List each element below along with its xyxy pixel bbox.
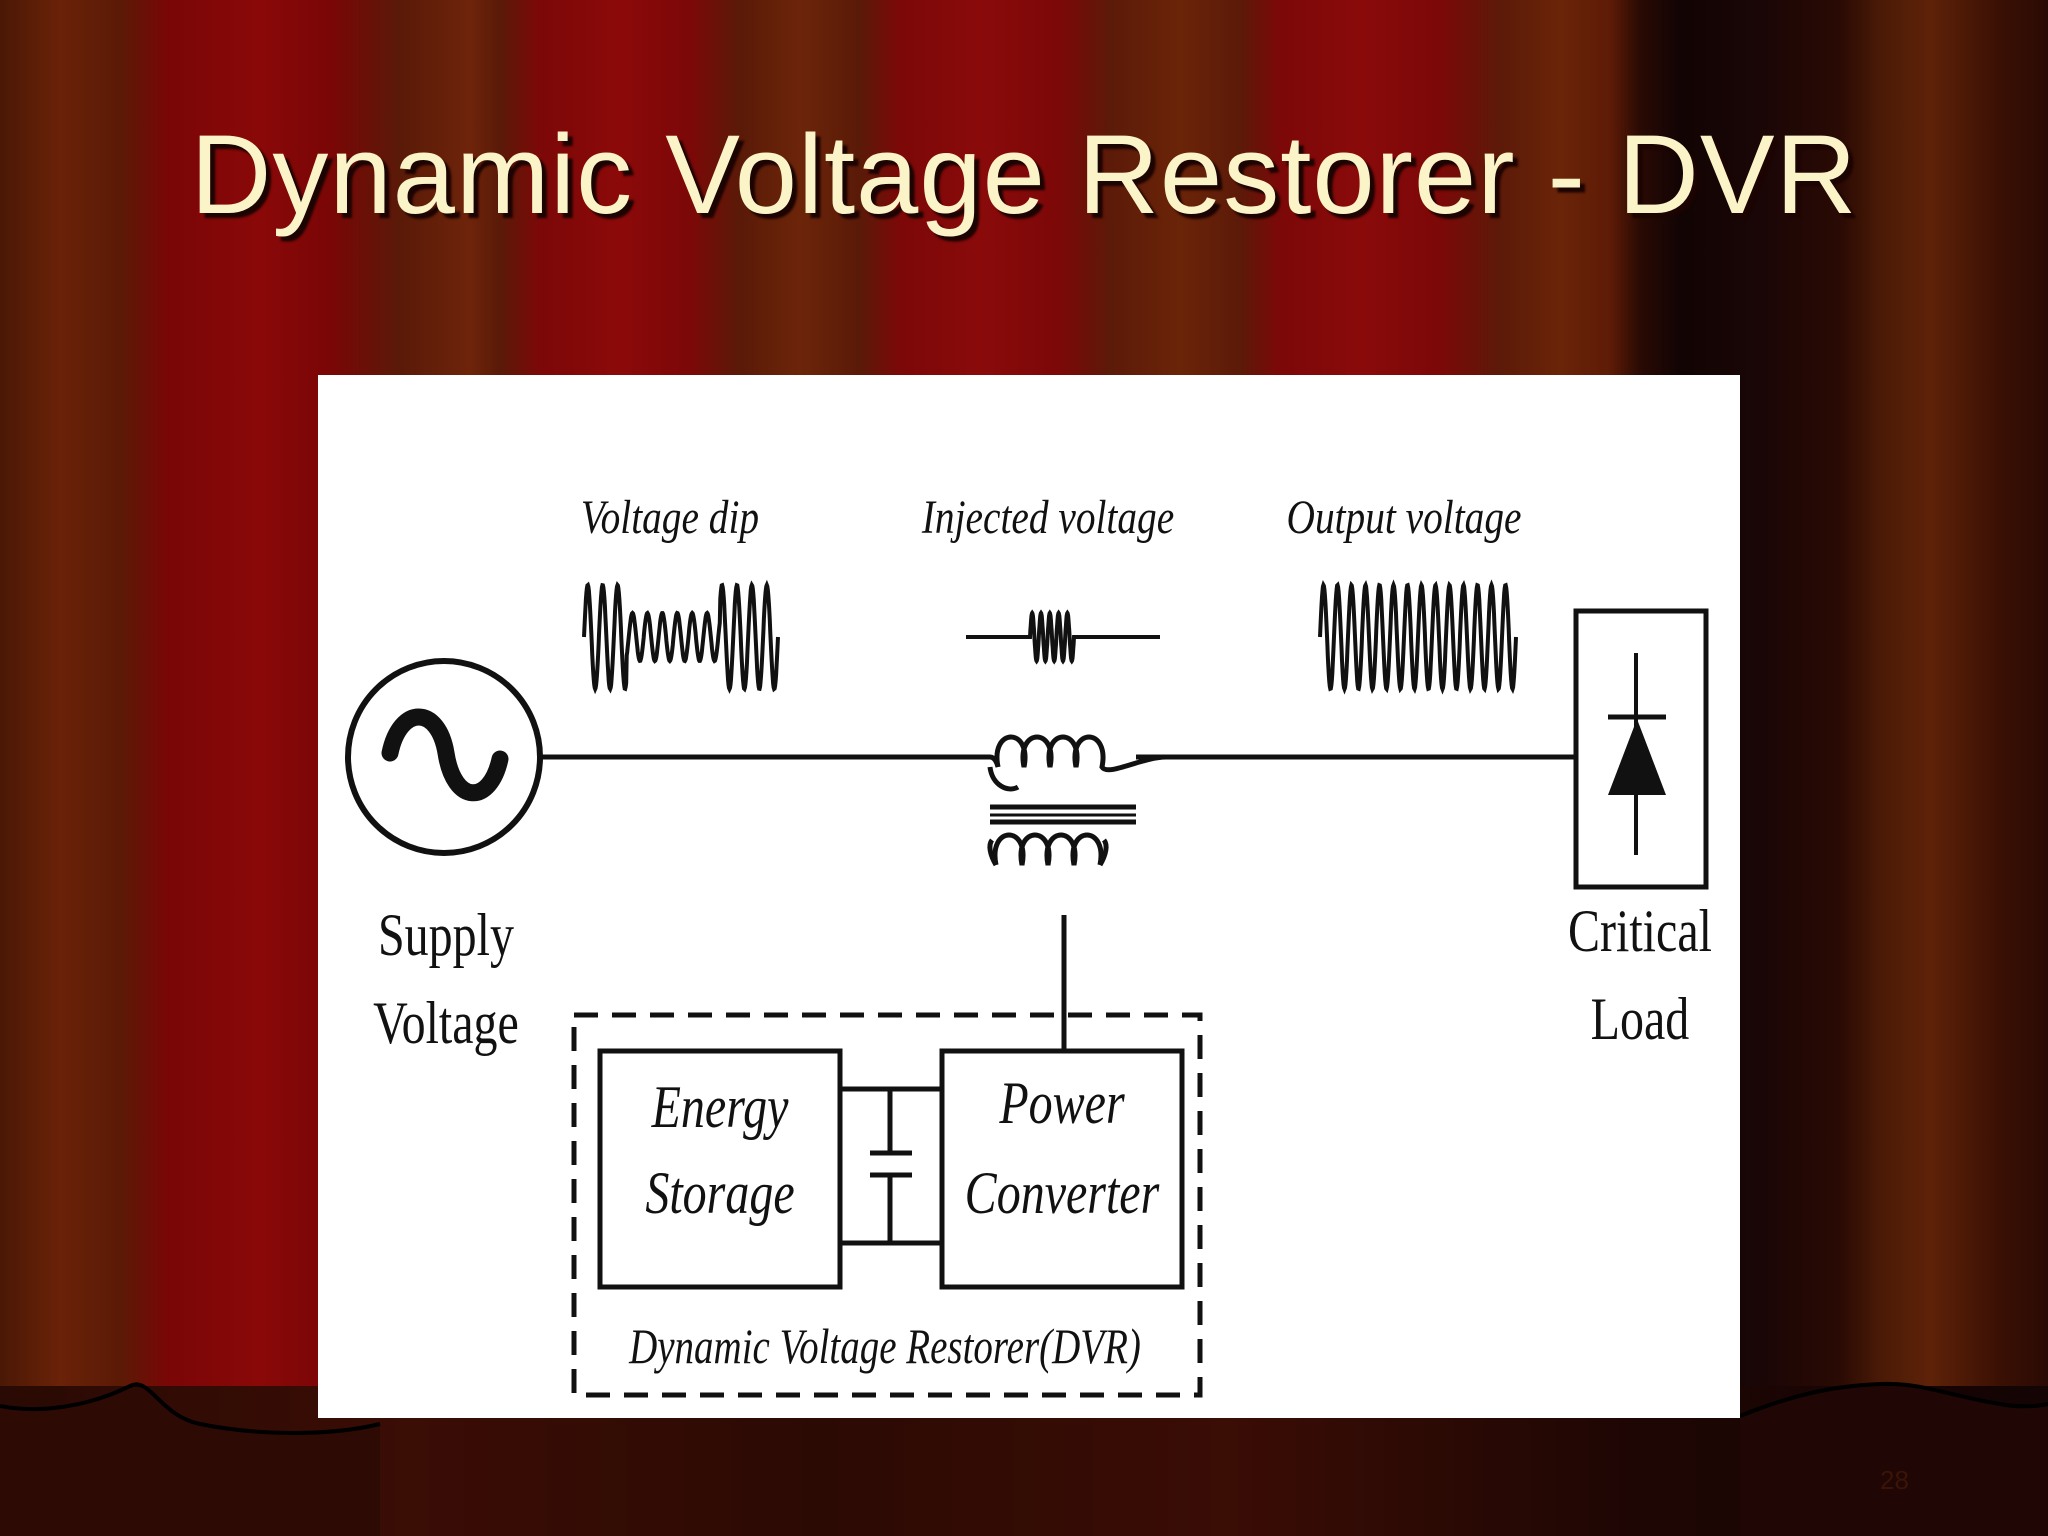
supply-voltage-label-line2: Voltage: [373, 990, 519, 1056]
voltage-dip-label: Voltage dip: [581, 491, 759, 543]
energy-storage-box: [597, 1048, 843, 1290]
curtain-hem: [0, 1381, 2048, 1536]
injection-transformer: [987, 734, 1167, 1051]
slide-title: Dynamic Voltage Restorer - DVR: [190, 112, 1858, 237]
critical-load-label-line2: Load: [1591, 986, 1690, 1052]
dc-link-capacitor: [840, 1086, 942, 1246]
injected-voltage-waveform: [966, 609, 1160, 665]
dvr-diagram-panel: Voltage dip Injected voltage Output volt…: [318, 375, 1740, 1418]
critical-load-symbol: [1573, 608, 1709, 890]
output-voltage-label: Output voltage: [1287, 491, 1522, 543]
dvr-boundary-box: [571, 1012, 1203, 1398]
energy-storage-label-line2: Storage: [645, 1160, 794, 1226]
power-converter-box: [939, 1048, 1185, 1290]
power-converter-label-line2: Converter: [965, 1160, 1160, 1226]
power-converter-label-line1: Power: [998, 1070, 1125, 1136]
dvr-circuit-diagram: Voltage dip Injected voltage Output volt…: [345, 491, 1712, 1398]
critical-load-label-line1: Critical: [1568, 898, 1712, 964]
supply-source-symbol: [345, 658, 543, 856]
voltage-dip-waveform: [582, 579, 780, 695]
dvr-box-label: Dynamic Voltage Restorer(DVR): [628, 1318, 1141, 1374]
supply-voltage-label-line1: Supply: [378, 902, 514, 968]
injected-voltage-label: Injected voltage: [921, 491, 1174, 543]
energy-storage-label-line1: Energy: [651, 1074, 789, 1140]
output-voltage-waveform: [1318, 579, 1518, 695]
slide-number: 28: [1880, 1465, 1909, 1495]
